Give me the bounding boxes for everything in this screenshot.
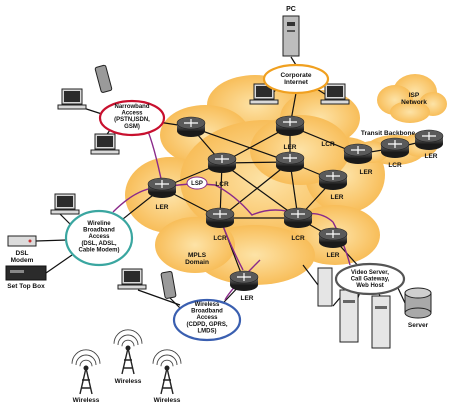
computers <box>50 83 350 290</box>
pc-tower <box>282 15 300 57</box>
router-lcr-11 <box>380 137 410 158</box>
router-label-4: LER <box>331 194 344 201</box>
router-ler-9 <box>229 270 259 291</box>
set-top-box-label: Set Top Box <box>7 283 45 290</box>
wireline-ring <box>64 209 134 267</box>
router-label-6: LCR <box>213 235 227 242</box>
router-lcr-2 <box>207 152 237 173</box>
cell-phone-narrowband <box>94 64 113 93</box>
computer-1 <box>90 133 120 155</box>
computer-0 <box>57 88 87 110</box>
server-racks <box>317 267 391 349</box>
router-label-11: LCR <box>388 162 402 169</box>
transit-backbone-label: Transit Backbone <box>361 130 416 137</box>
server-disk <box>404 287 432 319</box>
video-server-ring <box>334 262 406 296</box>
router-ler-4 <box>318 169 348 190</box>
router-ler-8 <box>318 227 348 248</box>
corporate-ring <box>262 63 330 95</box>
lsp-label: LSP <box>191 181 203 187</box>
computer-5 <box>117 268 147 290</box>
isp-network-cloud <box>377 74 447 123</box>
lsp-bubble <box>186 176 208 190</box>
computer-2 <box>249 83 279 105</box>
router-ler-12 <box>414 129 444 150</box>
video-server-label: Video Server,Call Gateway,Web Host <box>351 270 390 289</box>
router-lcr-7 <box>283 207 313 228</box>
wireless-label-3: Wireless <box>154 397 181 404</box>
cell-phone-wireless <box>160 270 177 299</box>
wireless-towers <box>71 329 182 395</box>
router-lcr-6 <box>205 207 235 228</box>
router-node-3 <box>275 151 305 172</box>
narrowband-ring <box>98 99 166 137</box>
router-label-5: LER <box>156 204 169 211</box>
router-label-1: LER <box>284 144 297 151</box>
router-label-7: LCR <box>291 235 305 242</box>
wireless-tower-0 <box>113 329 143 375</box>
computer-3 <box>320 83 350 105</box>
server-label: Server <box>408 322 429 329</box>
router-label-10: LER <box>360 169 373 176</box>
wireless-tower-2 <box>152 349 182 395</box>
router-label-9: LER <box>241 295 254 302</box>
computer-4 <box>50 193 80 215</box>
wireless-label-1: Wireless <box>115 378 142 385</box>
router-label-12: LER <box>425 153 438 160</box>
router-node-0 <box>176 116 206 137</box>
wireless-ring <box>172 298 242 342</box>
set-top-box-device <box>5 265 47 281</box>
router-label-extra-0: LCR <box>321 141 335 148</box>
routers: LER LCR LER LER LCR LCR LER LER LER LCR LER LCR <box>147 115 444 302</box>
pc-label: PC <box>286 6 296 13</box>
dsl-modem-device <box>7 235 37 247</box>
router-label-2: LCR <box>215 181 229 188</box>
wireless-tower-1 <box>71 349 101 395</box>
router-label-8: LER <box>327 252 340 259</box>
router-ler-1 <box>275 115 305 136</box>
router-ler-10 <box>343 143 373 164</box>
wireless-label-2: Wireless <box>73 397 100 404</box>
router-ler-5 <box>147 177 177 198</box>
